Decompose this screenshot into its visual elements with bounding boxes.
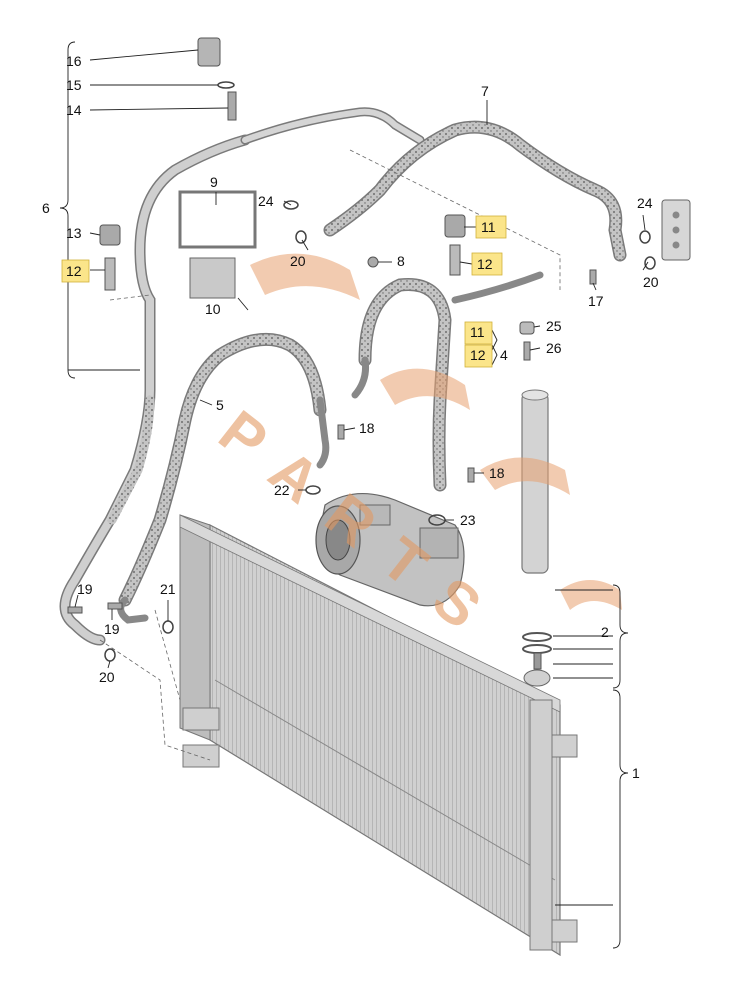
callout-23: 23 [460,512,476,528]
callout-26: 26 [546,340,562,356]
callout-12-mid: 12 [470,347,486,363]
callout-10: 10 [205,301,221,317]
callout-1: 1 [632,765,640,781]
callout-11-mid: 11 [470,324,485,340]
callout-12-left: 12 [66,263,82,279]
callout-24-left: 24 [258,193,274,209]
condenser [179,514,578,957]
callout-4: 4 [500,347,508,363]
callout-18-right: 18 [489,465,505,481]
callout-19-left: 19 [77,581,93,597]
callout-20-left: 20 [99,669,115,685]
callout-20-right: 20 [643,274,659,290]
callout-7: 7 [481,83,489,99]
reference-lines [99,149,561,761]
callout-20-mid: 20 [290,253,306,269]
callout-13: 13 [66,225,82,241]
callout-21: 21 [160,581,176,597]
callout-6: 6 [42,200,50,216]
callout-17: 17 [588,293,604,309]
callout-12-top: 12 [477,256,493,272]
callout-25: 25 [546,318,562,334]
callout-14: 14 [66,102,82,118]
callouts: 16 15 14 6 13 12 9 10 24 20 8 7 11 12 24… [42,53,659,781]
small-parts [67,37,691,662]
callout-19-mid: 19 [104,621,120,637]
callout-5: 5 [216,397,224,413]
brackets [59,41,629,949]
receiver-drier [521,389,552,687]
pressure-sensor-16 [197,37,221,67]
callout-11-top: 11 [481,219,496,235]
refrigerant-lines [59,107,627,646]
callout-18-left: 18 [359,420,375,436]
callout-22: 22 [274,482,290,498]
highlight-boxes [61,215,507,368]
callout-16: 16 [66,53,82,69]
compressor [315,492,465,607]
callout-15: 15 [66,77,82,93]
callout-24-right: 24 [637,195,653,211]
callout-8: 8 [397,253,405,269]
callout-2: 2 [601,624,609,640]
leader-lines [74,49,649,669]
callout-9: 9 [210,174,218,190]
